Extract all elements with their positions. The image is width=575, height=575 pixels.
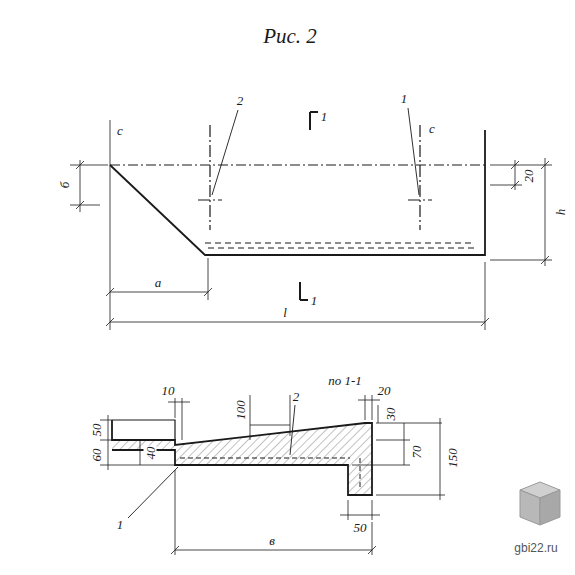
dimension-letter: h	[554, 208, 567, 217]
cube-side	[520, 490, 540, 525]
leader-lines	[212, 108, 419, 195]
dimension-line	[352, 405, 445, 500]
dimension-line	[490, 158, 552, 266]
section-mark	[310, 112, 318, 130]
dimension-line	[106, 288, 212, 296]
section-number: 1	[320, 110, 329, 123]
dimension-value: 150	[446, 447, 459, 469]
center-lines	[198, 125, 432, 230]
dimension-value: 50	[90, 423, 103, 438]
dimension-value: 100	[234, 399, 247, 421]
dimension-line	[100, 415, 175, 470]
dimension-letter: l	[282, 306, 288, 319]
dimension-value: 50	[353, 521, 368, 534]
dimension-line	[171, 470, 376, 555]
dimension-value: 30	[384, 407, 397, 422]
callout-number: 1	[116, 518, 125, 531]
watermark: gbi22.ru	[513, 542, 558, 554]
dimension-value: 70	[410, 445, 423, 460]
dimension-letter: с	[428, 122, 436, 135]
dimension-value: 60	[90, 448, 103, 463]
cube-side	[540, 490, 560, 525]
section-title: по 1-1	[327, 374, 363, 387]
dimension-value: 20	[522, 169, 535, 184]
dimension-letter: б	[58, 181, 71, 190]
section-mark	[300, 282, 308, 300]
dimension-line	[358, 395, 380, 420]
dimension-value: 10	[161, 384, 176, 397]
leader-line	[290, 405, 295, 455]
callout-number: 2	[236, 94, 245, 107]
dimension-line	[168, 398, 190, 440]
section-view	[100, 395, 445, 555]
callout-number: 2	[292, 390, 301, 403]
reinforcement-bar	[180, 458, 360, 488]
section-outline	[112, 420, 372, 495]
watermark-icon	[520, 482, 560, 525]
extension-lines	[110, 120, 485, 330]
dimension-letter: с	[116, 124, 124, 137]
slab-edge-line	[110, 164, 485, 165]
dimension-line	[70, 160, 108, 212]
dimension-letter: а	[154, 276, 163, 289]
plan-view	[70, 108, 552, 330]
section-number: 1	[310, 294, 319, 307]
dimension-letter: в	[268, 534, 276, 547]
dimension-line	[250, 395, 290, 440]
figure-title: Рис. 2	[263, 26, 317, 47]
dimension-value: 20	[377, 384, 392, 397]
slab-outline	[110, 130, 485, 255]
callout-number: 1	[400, 92, 409, 105]
dimension-value: 40	[144, 446, 157, 461]
hidden-lines	[205, 243, 475, 248]
section-outline	[112, 420, 175, 440]
dimension-line	[106, 318, 489, 326]
leader-line	[128, 467, 178, 518]
dimension-line	[340, 500, 380, 520]
